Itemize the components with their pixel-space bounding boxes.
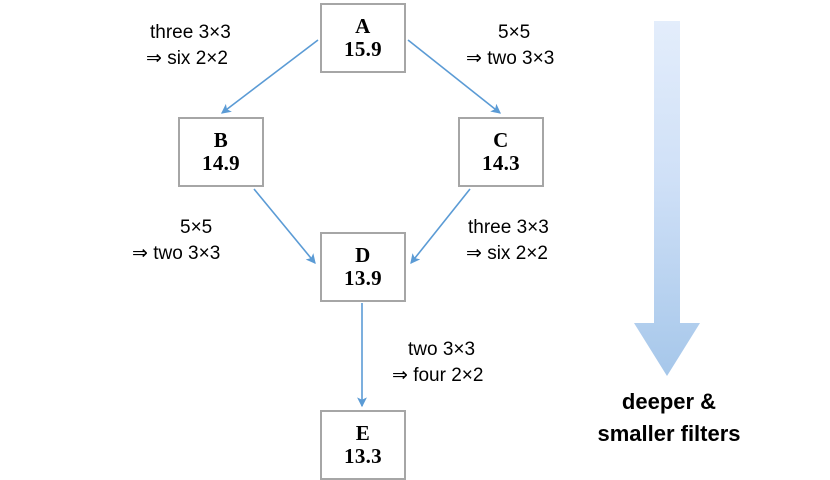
- edge-label-b-d-line1: 5×5: [180, 217, 213, 238]
- edge-label-d-e-line1: two 3×3: [408, 339, 476, 360]
- edge-label-b-d: 5×5 ⇒ two 3×3: [132, 215, 220, 266]
- node-b-letter: B: [213, 128, 229, 153]
- edge-b-d: [253, 188, 316, 264]
- edge-label-a-c: 5×5 ⇒ two 3×3: [466, 20, 554, 71]
- flow-arrow-caption-line1: deeper &: [621, 389, 717, 414]
- edge-label-d-e: two 3×3 ⇒ four 2×2: [392, 337, 483, 388]
- edge-label-a-b-line1: three 3×3: [150, 22, 231, 43]
- flow-direction-arrow: [634, 21, 700, 376]
- edge-a-b: [220, 39, 319, 114]
- edge-label-c-d: three 3×3 ⇒ six 2×2: [466, 215, 549, 266]
- node-box-b[interactable]: B 14.9: [178, 117, 264, 187]
- node-e-letter: E: [355, 421, 371, 446]
- edge-label-a-c-line1: 5×5: [498, 22, 531, 43]
- node-d-value: 13.9: [344, 266, 382, 290]
- node-box-c[interactable]: C 14.3: [458, 117, 544, 187]
- edge-label-d-e-line2: ⇒ four 2×2: [392, 364, 484, 386]
- edge-label-a-b: three 3×3 ⇒ six 2×2: [146, 20, 231, 71]
- flow-arrow-caption: deeper & smaller filters: [540, 386, 798, 450]
- edge-label-b-d-line2: ⇒ two 3×3: [132, 242, 221, 264]
- edge-label-a-c-line2: ⇒ two 3×3: [466, 47, 555, 69]
- node-c-letter: C: [493, 128, 509, 153]
- edge-label-c-d-line1: three 3×3: [468, 217, 549, 238]
- node-e-value: 13.3: [344, 444, 382, 468]
- node-box-d[interactable]: D 13.9: [320, 232, 406, 302]
- node-a-letter: A: [355, 14, 371, 39]
- node-c-value: 14.3: [482, 151, 520, 175]
- node-b-value: 14.9: [202, 151, 240, 175]
- node-a-value: 15.9: [344, 37, 382, 61]
- flow-arrow-caption-line2: smaller filters: [597, 420, 741, 446]
- edge-label-a-b-line2: ⇒ six 2×2: [146, 47, 228, 69]
- node-box-e[interactable]: E 13.3: [320, 410, 406, 480]
- edge-label-c-d-line2: ⇒ six 2×2: [466, 242, 548, 264]
- node-d-letter: D: [355, 243, 371, 268]
- node-box-a[interactable]: A 15.9: [320, 3, 406, 73]
- edge-a-c: [407, 39, 502, 114]
- edge-c-d: [410, 188, 471, 265]
